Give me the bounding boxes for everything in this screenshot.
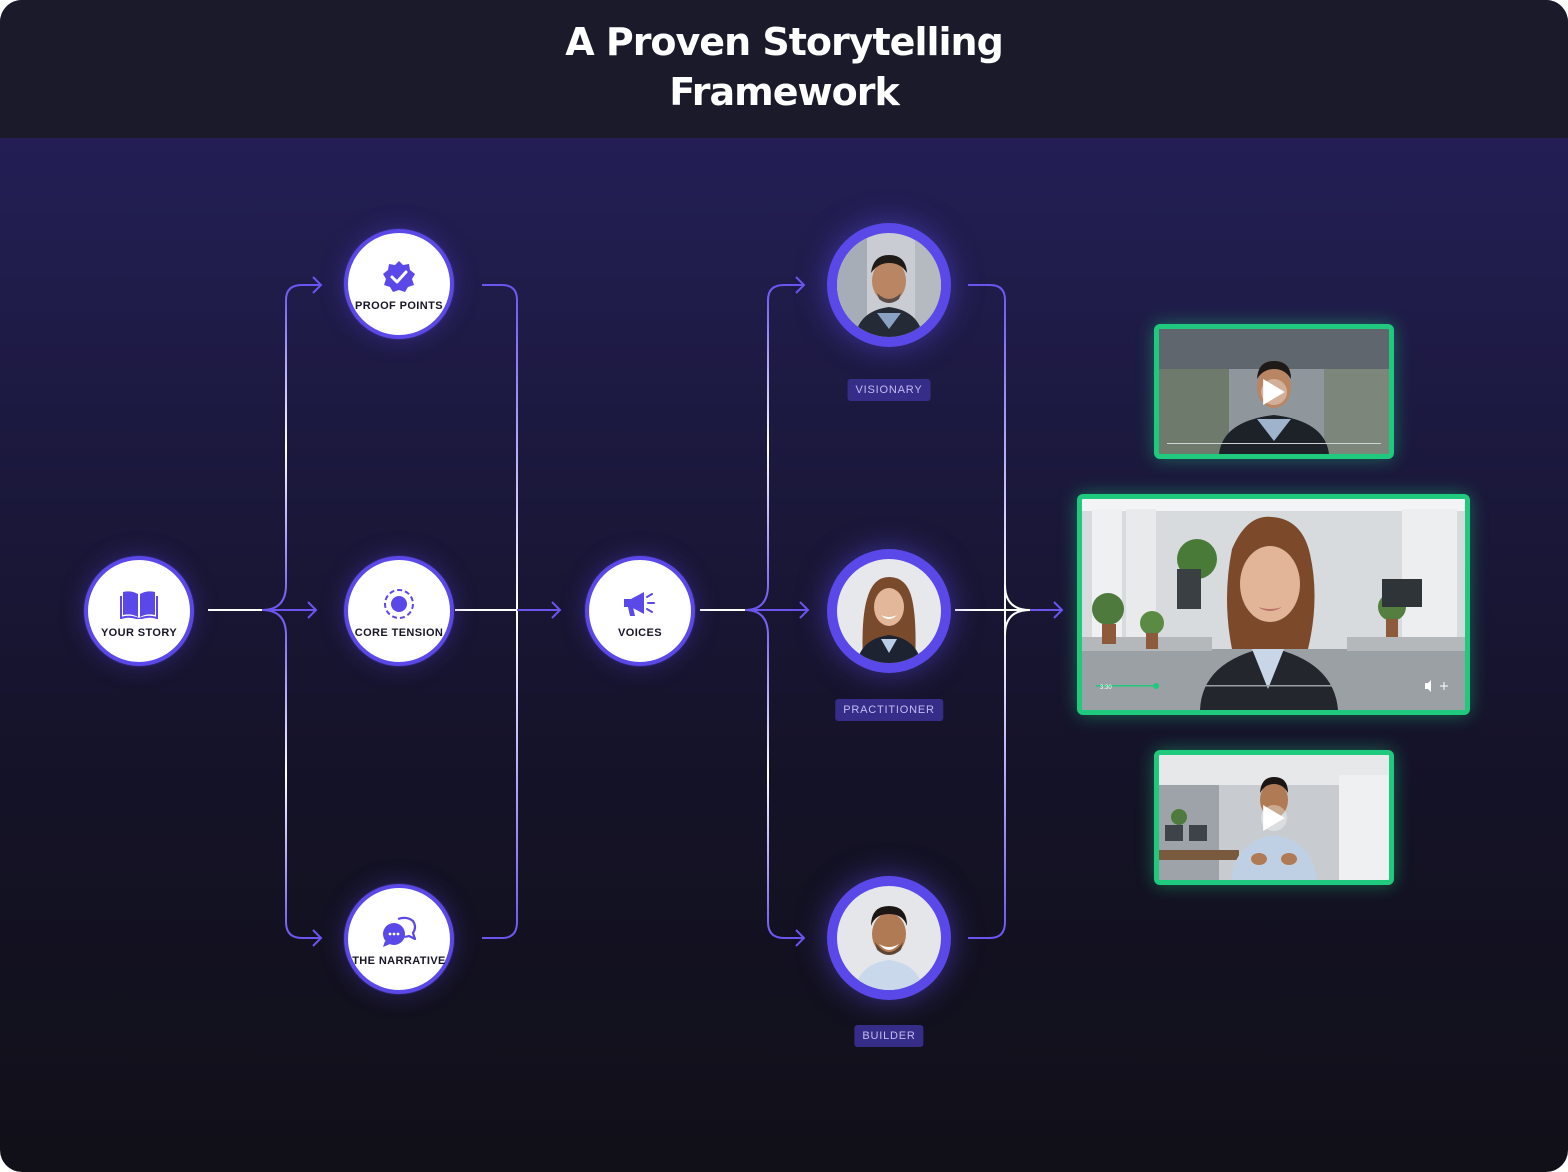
header-bar: A Proven Storytelling Framework [0, 0, 1568, 138]
node-label: THE NARRATIVE [352, 954, 446, 967]
chat-bubbles-icon [379, 912, 419, 952]
node-proof-points: PROOF POINTS [344, 229, 454, 339]
video-thumbnail [1159, 755, 1389, 880]
play-icon[interactable] [1261, 379, 1287, 405]
practitioner-portrait [837, 559, 941, 663]
video-thumbnail [1159, 329, 1389, 454]
node-label: VOICES [618, 626, 662, 639]
visionary-portrait [837, 233, 941, 337]
avatar-builder [827, 876, 951, 1000]
node-label: PROOF POINTS [355, 299, 443, 312]
builder-portrait [837, 886, 941, 990]
megaphone-icon [620, 584, 660, 624]
node-label: YOUR STORY [100, 626, 178, 639]
video-card-builder[interactable] [1154, 750, 1394, 885]
target-icon [379, 584, 419, 624]
node-core-tension: CORE TENSION [344, 556, 454, 666]
title-line-1: A Proven Storytelling [565, 20, 1004, 64]
avatar-visionary [827, 223, 951, 347]
role-badge-practitioner: PRACTITIONER [835, 699, 943, 721]
avatar-practitioner [827, 549, 951, 673]
role-badge-visionary: VISIONARY [847, 379, 931, 401]
node-voices: VOICES [585, 556, 695, 666]
node-your-story: YOUR STORY [84, 556, 194, 666]
node-the-narrative: THE NARRATIVE [344, 884, 454, 994]
video-card-visionary[interactable] [1154, 324, 1394, 459]
node-label: CORE TENSION [354, 626, 444, 639]
page-title: A Proven Storytelling Framework [484, 17, 1084, 117]
book-icon [119, 584, 159, 624]
video-time: 3:30 [1100, 685, 1112, 691]
role-badge-builder: BUILDER [854, 1025, 924, 1047]
video-thumbnail [1082, 499, 1465, 710]
video-card-practitioner[interactable]: 3:30 [1077, 494, 1470, 715]
title-line-2: Framework [669, 70, 900, 114]
verified-badge-icon [379, 257, 419, 297]
play-icon[interactable] [1261, 805, 1287, 831]
